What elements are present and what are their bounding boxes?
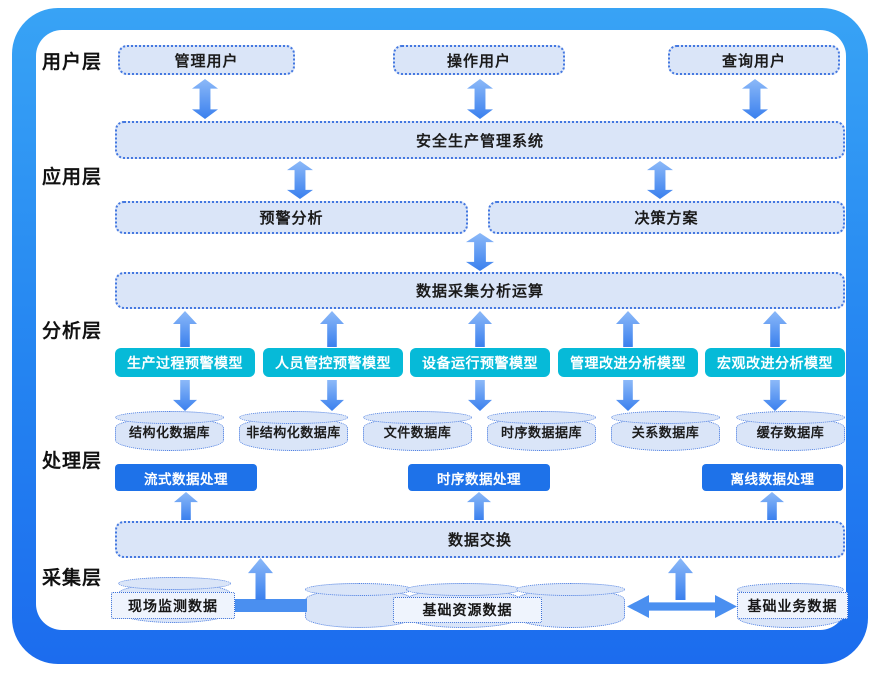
system-box: 安全生产管理系统 (115, 121, 845, 159)
processor-box-timeseries: 时序数据处理 (408, 464, 550, 491)
database-label: 关系数据库 (631, 424, 700, 440)
database-label: 文件数据库 (383, 424, 452, 440)
database-label: 结构化数据库 (128, 424, 210, 440)
database-cylinder-relational: 关系数据库 (611, 411, 720, 451)
source-label-business: 基础业务数据 (737, 592, 848, 619)
database-cylinder-file: 文件数据库 (363, 411, 472, 451)
layer-label-user: 用户层 (42, 52, 103, 73)
cylinder-top (406, 583, 521, 596)
layer-label-collect: 采集层 (42, 568, 103, 589)
database-label: 非结构化数据库 (246, 424, 341, 440)
database-cylinder-cache: 缓存数据库 (736, 411, 845, 451)
cylinder-top (305, 583, 413, 596)
layer-label-process: 处理层 (42, 451, 103, 472)
database-label: 时序数据据库 (500, 424, 582, 440)
model-box-equipment: 设备运行预警模型 (410, 348, 550, 377)
decision-plan-box: 决策方案 (488, 201, 845, 234)
data-exchange-box: 数据交换 (115, 521, 845, 558)
database-label: 缓存数据库 (756, 424, 825, 440)
cylinder-top (363, 411, 472, 424)
user-box-admin: 管理用户 (118, 45, 295, 75)
cylinder-top (487, 411, 596, 424)
model-box-macro: 宏观改进分析模型 (705, 348, 845, 377)
outer-frame (12, 8, 868, 664)
connector-bar (233, 599, 307, 612)
database-cylinder-timeseries: 时序数据据库 (487, 411, 596, 451)
database-cylinder-structured: 结构化数据库 (115, 411, 224, 451)
processor-box-stream: 流式数据处理 (115, 464, 257, 491)
model-box-management: 管理改进分析模型 (558, 348, 698, 377)
processor-box-offline: 离线数据处理 (702, 464, 843, 491)
user-box-operator: 操作用户 (393, 45, 565, 75)
layer-label-app: 应用层 (42, 167, 103, 188)
source-label-resource: 基础资源数据 (393, 597, 542, 623)
cylinder-top (115, 411, 224, 424)
source-label-monitoring: 现场监测数据 (111, 592, 235, 619)
model-box-personnel: 人员管控预警模型 (263, 348, 403, 377)
user-box-query: 查询用户 (668, 45, 840, 75)
layer-label-analysis: 分析层 (42, 321, 103, 342)
model-box-production: 生产过程预警模型 (115, 348, 255, 377)
data-compute-box: 数据采集分析运算 (115, 272, 845, 309)
cylinder-top (516, 583, 625, 596)
cylinder-top (736, 411, 845, 424)
database-cylinder-unstructured: 非结构化数据库 (239, 411, 348, 451)
cylinder-top (118, 577, 231, 590)
warning-analysis-box: 预警分析 (115, 201, 468, 234)
cylinder-top (239, 411, 348, 424)
cylinder-top (611, 411, 720, 424)
